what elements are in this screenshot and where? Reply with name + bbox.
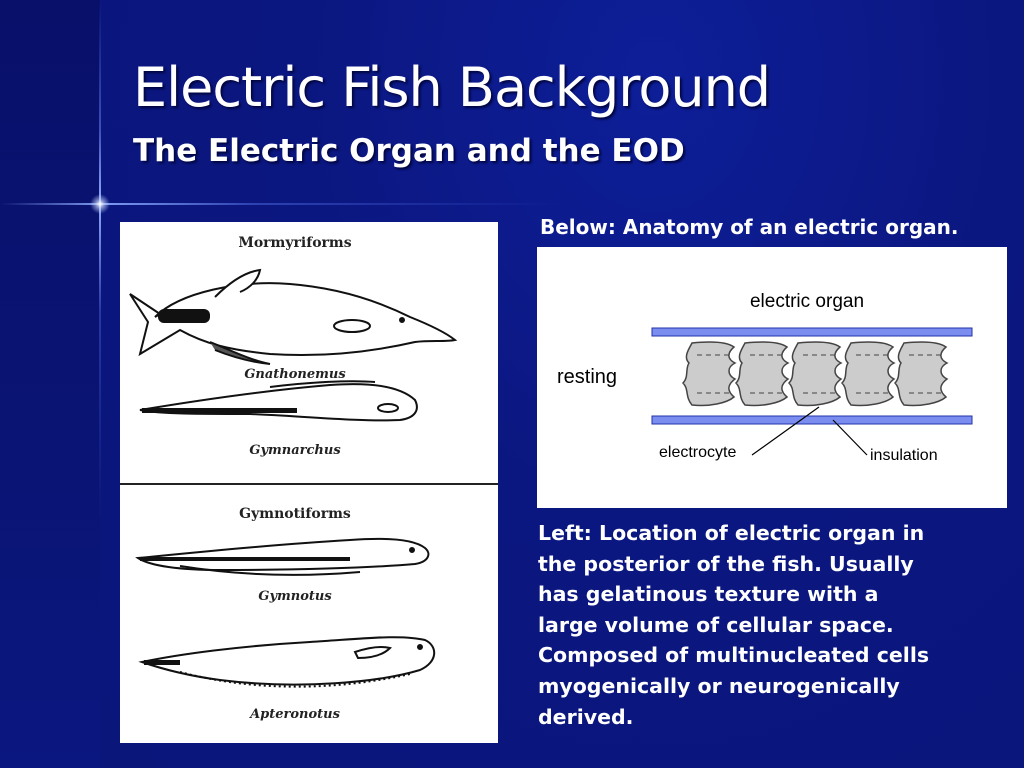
insulation-layer-top <box>651 327 973 337</box>
description-line: derived. <box>538 704 634 729</box>
organ-figure-caption: Below: Anatomy of an electric organ. <box>540 215 959 239</box>
electric-organ-diagram: electric organ resting electrocyte insul… <box>537 247 1007 508</box>
description-line: myogenically or neurogenically <box>538 673 900 698</box>
electrocyte-cell <box>840 341 896 407</box>
description-line: the posterior of the fish. Usually <box>538 551 914 576</box>
resting-label: resting <box>557 366 617 388</box>
insulation-layer-bottom <box>651 415 973 425</box>
decorative-vertical-line <box>99 0 101 520</box>
electrocyte-label: electrocyte <box>659 444 736 461</box>
organ-diagram-title: electric organ <box>750 291 864 312</box>
electrocyte-cell <box>681 341 737 407</box>
description-line: large volume of cellular space. <box>538 612 894 637</box>
description-line: has gelatinous texture with a <box>538 582 879 607</box>
organ-illustration: electric organ resting electrocyte insul… <box>557 291 973 464</box>
decorative-horizontal-line <box>0 203 560 205</box>
group2-heading: Gymnotiforms <box>239 506 351 522</box>
gymnarchus-fish <box>139 380 418 422</box>
fish-figure: Mormyriforms Gnathonemus Gymnarchus Gymn… <box>120 222 498 743</box>
species-apteronotus: Apteronotus <box>248 707 341 722</box>
electrocyte-row <box>681 341 949 407</box>
species-gymnotus: Gymnotus <box>258 589 332 604</box>
organ-description: Left: Location of electric organ in the … <box>538 518 1008 732</box>
decorative-sparkle <box>90 194 110 214</box>
insulation-pointer <box>832 419 868 456</box>
membrane-charge-marks <box>697 354 945 394</box>
left-decorative-band <box>0 0 100 768</box>
description-line: Composed of multinucleated cells <box>538 643 930 668</box>
slide-title: Electric Fish Background <box>133 56 771 119</box>
group1-heading: Mormyriforms <box>238 235 351 251</box>
gymnarchus-electric-organ <box>142 408 297 413</box>
gnathonemus-electric-organ <box>158 309 210 323</box>
gymnotus-fish <box>135 537 430 576</box>
insulation-label: insulation <box>870 447 938 464</box>
slide-subtitle: The Electric Organ and the EOD <box>133 133 685 169</box>
gymnotus-electric-organ <box>140 557 350 561</box>
description-line: Left: Location of electric organ in <box>538 521 925 545</box>
apteronotus-electric-organ <box>144 660 180 665</box>
electrocyte-cell <box>787 341 843 407</box>
apteronotus-fish <box>138 636 436 688</box>
electrocyte-cell <box>734 341 790 407</box>
electrocyte-pointer <box>751 406 820 456</box>
fish-illustration: Mormyriforms Gnathonemus Gymnarchus Gymn… <box>120 235 498 722</box>
species-gymnarchus: Gymnarchus <box>249 443 341 458</box>
gnathonemus-fish <box>129 268 458 365</box>
electrocyte-cell <box>893 341 949 407</box>
species-gnathonemus: Gnathonemus <box>244 367 346 382</box>
